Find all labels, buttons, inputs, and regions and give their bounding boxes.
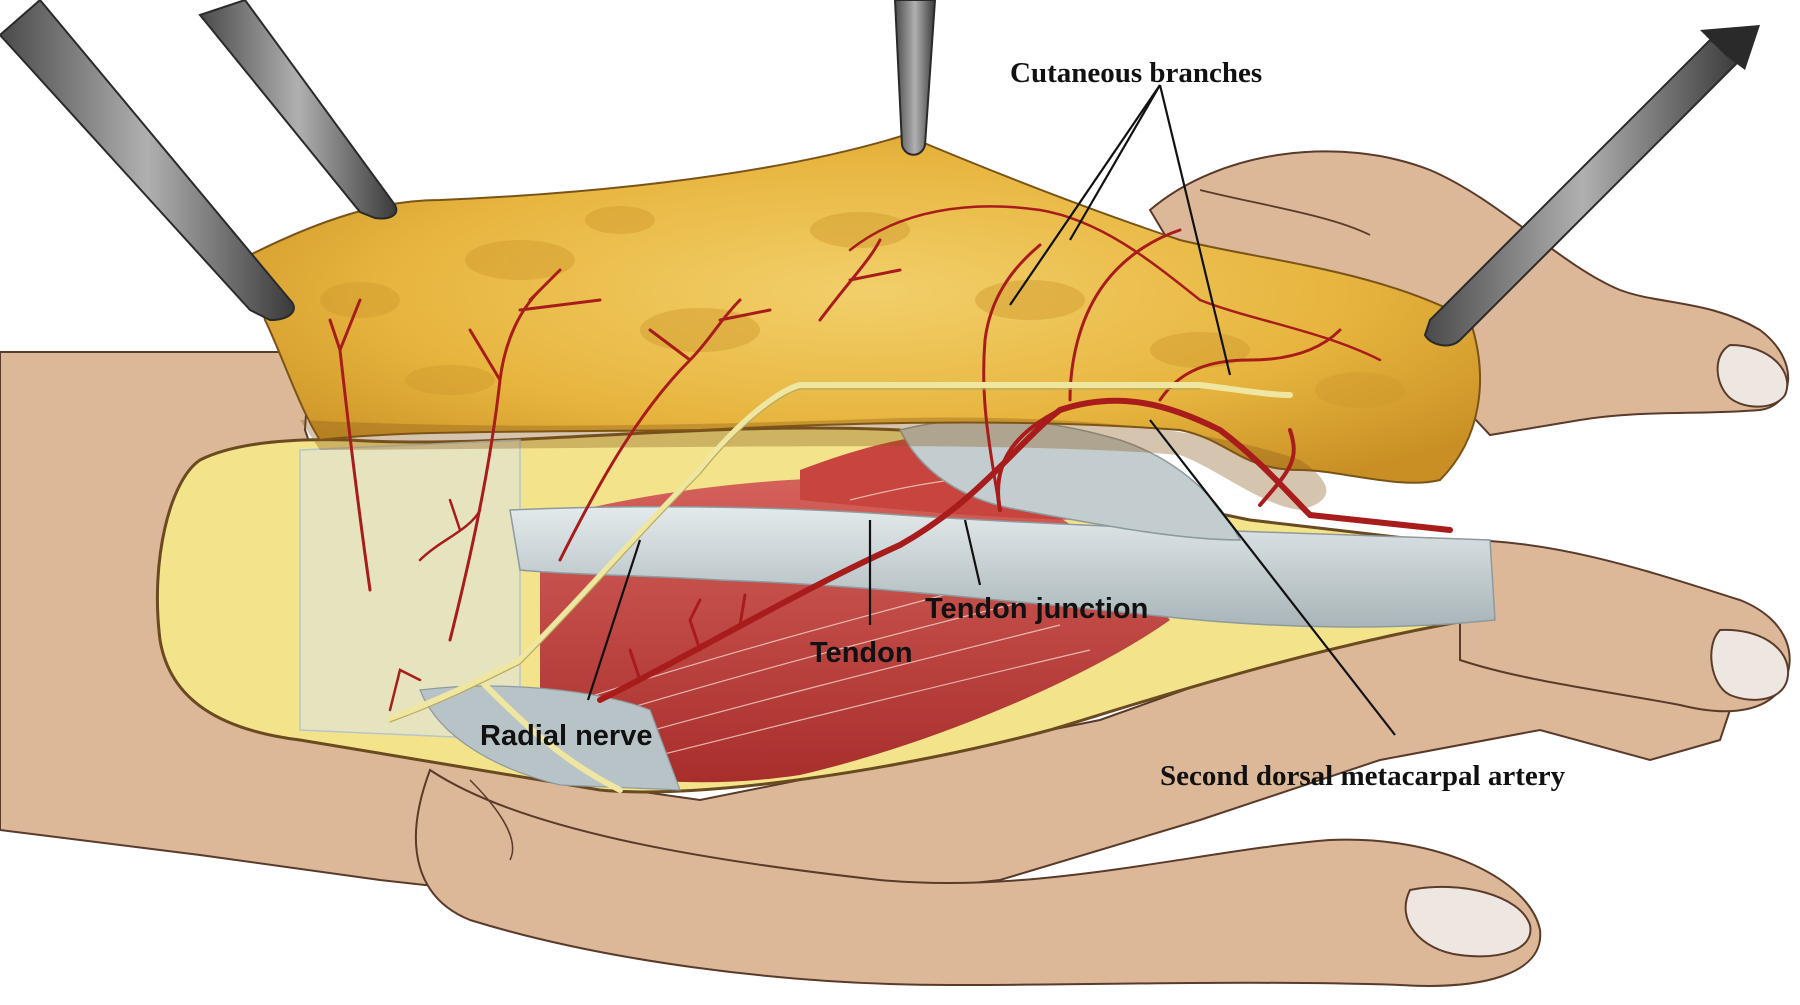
leader-cutaneous-3	[1158, 84, 1232, 376]
muscular-twigs	[628, 593, 747, 682]
retractor-4-tip	[1700, 25, 1760, 70]
labels: Cutaneous branches Tendon junction Tendo…	[480, 57, 1566, 792]
leader-tendon-junction	[963, 519, 982, 586]
extensor-tendon	[509, 505, 1496, 628]
finger-crease	[1199, 189, 1371, 236]
label-tendon-junction: Tendon junction	[925, 593, 1148, 625]
label-cutaneous-branches: Cutaneous branches	[1010, 57, 1262, 89]
leader-radial-nerve	[586, 539, 642, 701]
radial-nerve-lower	[477, 677, 623, 793]
retractor-1	[0, 0, 295, 322]
radial-nerve-branches	[387, 381, 1293, 793]
wound-twigs	[388, 498, 482, 712]
arterial-network	[328, 205, 1453, 712]
retractor-4	[1423, 38, 1742, 347]
sdma-trunk	[597, 397, 1453, 703]
radial-nerve-outline	[389, 388, 1201, 723]
leader-sdma	[1149, 419, 1396, 736]
proximal-branch-c	[558, 298, 772, 562]
retractor-2	[198, 0, 398, 220]
leader-cutaneous-1	[1069, 84, 1161, 241]
middle-fingernail	[1716, 343, 1789, 408]
flap-underside	[300, 417, 1327, 510]
sdma-branch-distal	[1258, 428, 1296, 507]
cutaneous-branch-3	[1158, 328, 1342, 402]
cutaneous-branch-1	[982, 243, 1042, 512]
label-tendon: Tendon	[810, 637, 913, 669]
leader-lines	[586, 84, 1396, 736]
dissection-bed	[155, 418, 1496, 794]
thumb-nail	[1404, 885, 1532, 958]
cutaneous-branch-2	[1068, 228, 1182, 402]
radial-nerve-main	[387, 381, 1293, 721]
proximal-branch-d	[818, 238, 902, 322]
knuckle-crease	[469, 779, 514, 861]
label-radial-nerve: Radial nerve	[480, 720, 652, 752]
thumb	[415, 768, 1542, 987]
retractors	[0, 0, 1760, 347]
label-second-dorsal-metacarpal-artery: Second dorsal metacarpal artery	[1160, 760, 1566, 792]
proximal-branch-b	[448, 268, 602, 642]
leader-cutaneous-2	[1009, 84, 1161, 306]
flap-arcade	[848, 205, 1382, 362]
proximal-branch-a	[328, 298, 372, 592]
index-fingernail	[1710, 628, 1790, 701]
retractor-3	[893, 0, 937, 156]
lower-tendon	[419, 685, 681, 791]
fat-flap	[248, 133, 1481, 484]
